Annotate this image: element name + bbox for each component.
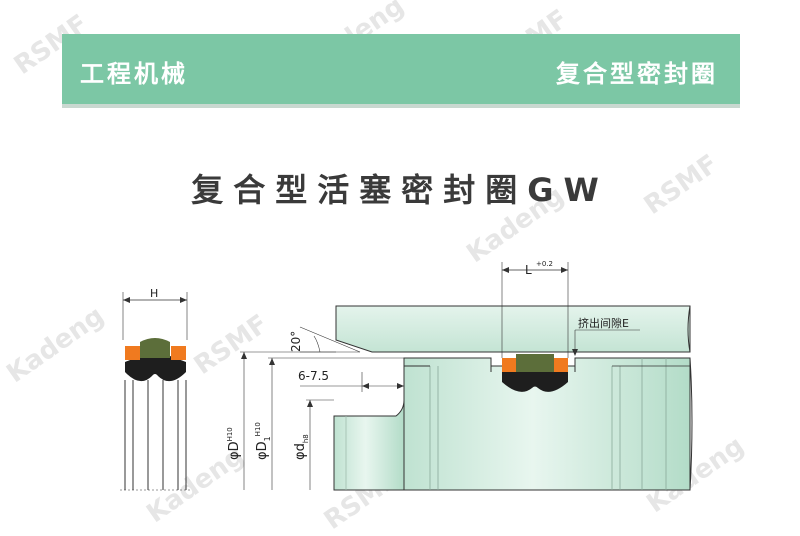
extrusion-gap-label: 挤出间隙E [578,316,629,330]
angle-label: 20° [289,331,303,352]
chamfer-label: 6-7.5 [298,369,329,383]
phi-symbol: φ [255,451,270,460]
seal-side-view: H [120,287,192,491]
dim-d1-label: D [255,441,270,451]
svg-text:φdh8: φdh8 [293,434,310,460]
dim-d-tolerance: H10 [226,427,234,441]
dim-l-label: L [525,263,532,277]
page-title: 复合型活塞密封圈GW [191,171,609,209]
svg-text:φDH10: φDH10 [226,427,242,460]
header-banner: 工程机械 复合型密封圈 [62,34,740,108]
svg-text:φD1H10: φD1H10 [254,422,272,460]
dim-d1-subscript: 1 [263,436,272,441]
dim-d1-tolerance: H10 [254,422,262,436]
banner-category: 工程机械 [80,60,188,88]
dim-h-label: H [150,287,158,300]
phi-symbol: φ [227,451,242,460]
dim-d-label: D [227,441,242,451]
dim-rod-d-tolerance: h8 [302,434,310,443]
phi-symbol: φ [293,451,308,460]
cylinder-assembly: L +0.2 挤出间隙E 20° 6-7.5 φDH10 [226,260,693,491]
dim-l-tolerance: +0.2 [536,260,553,268]
dim-rod-d-label: d [293,443,308,451]
banner-product-type: 复合型密封圈 [556,60,718,88]
